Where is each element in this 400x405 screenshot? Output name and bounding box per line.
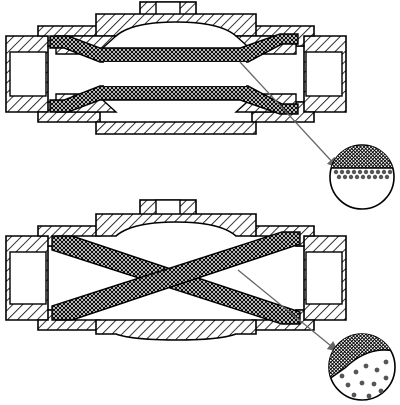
- lower-lining-cross-b: [51, 231, 301, 321]
- upper-body-shell-bottom: [95, 121, 257, 135]
- lower-body-shell-bottom: [95, 319, 257, 341]
- upper-lining-top: [49, 33, 299, 63]
- upper-pointer-arrow: [239, 61, 338, 168]
- lower-body-shell-top: [95, 213, 257, 237]
- upper-inset-magnifier: [329, 144, 395, 210]
- upper-lining-bottom: [49, 85, 299, 115]
- upper-body-shell-top: [95, 13, 257, 37]
- lower-valve-assembly: [5, 199, 347, 352]
- lower-pointer-arrow: [237, 269, 339, 352]
- lower-inset-magnifier: [328, 333, 396, 401]
- upper-flow-bore: [104, 62, 246, 86]
- upper-valve-assembly: [5, 1, 347, 168]
